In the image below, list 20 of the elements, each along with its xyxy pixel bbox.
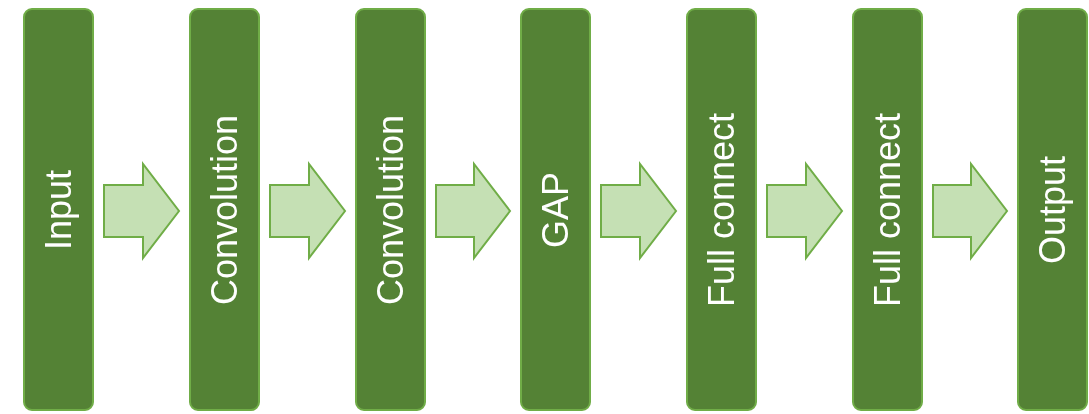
- layer-box: [852, 8, 923, 411]
- block-arrow: [600, 161, 678, 261]
- block-arrow: [766, 161, 844, 261]
- layer-box: [686, 8, 757, 411]
- layer-box: [355, 8, 426, 411]
- layer-label: Convolution: [372, 114, 409, 305]
- block-arrow: [435, 161, 512, 261]
- layer-label: Input: [40, 169, 77, 250]
- block-arrow: [269, 161, 347, 261]
- layer-label: Full connect: [703, 112, 740, 307]
- block-arrow: [932, 161, 1009, 261]
- layer-label: Convolution: [206, 114, 243, 305]
- layer-box: [23, 8, 94, 411]
- layer-label: GAP: [537, 171, 574, 248]
- layer-box: [1017, 8, 1088, 411]
- layer-box: [520, 8, 591, 411]
- block-arrow: [103, 161, 181, 261]
- layer-box: [189, 8, 260, 411]
- layer-label: Full connect: [869, 112, 906, 307]
- layer-label: Output: [1034, 155, 1071, 264]
